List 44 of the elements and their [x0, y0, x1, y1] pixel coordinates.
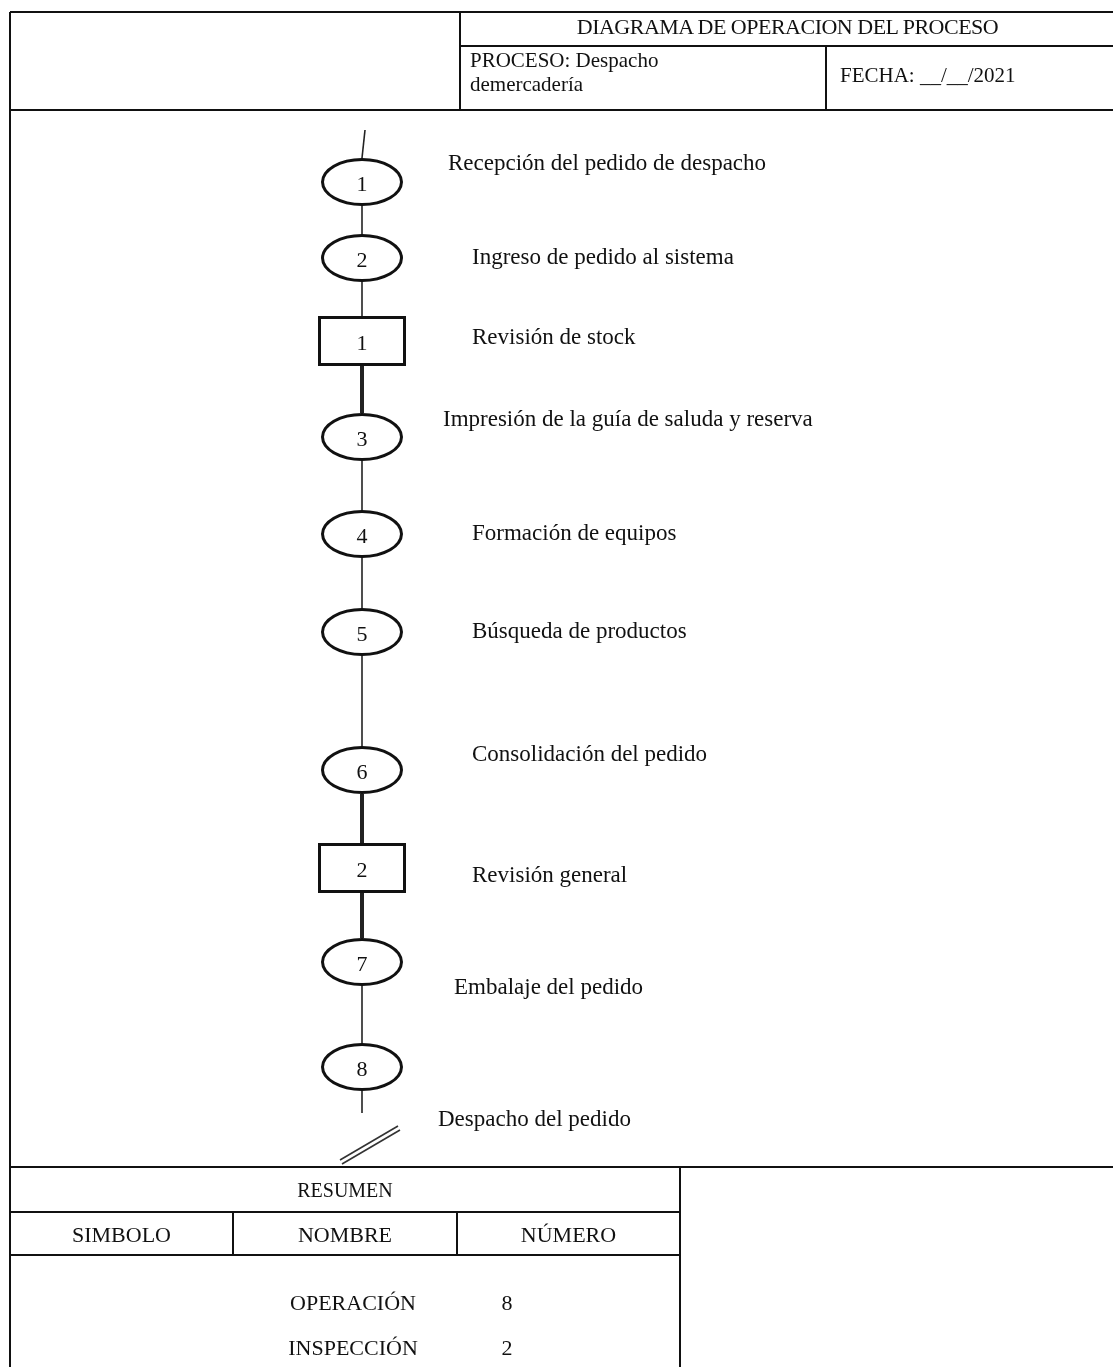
step-number: 2: [356, 248, 368, 272]
step-description: Despacho del pedido: [438, 1106, 631, 1132]
step-description: Revisión de stock: [472, 324, 636, 350]
table-heading: RESUMEN: [296, 1178, 394, 1203]
step-number: 5: [356, 622, 368, 646]
step-description: Formación de equipos: [472, 520, 677, 546]
step-number: 6: [356, 760, 368, 784]
step-number: 8: [356, 1057, 368, 1081]
inspection-square: [318, 316, 406, 366]
step-description: Ingreso de pedido al sistema: [472, 244, 734, 270]
connector-line: [361, 205, 363, 235]
table-cell-text: INSPECCIÓN: [287, 1335, 419, 1361]
connector-line: [361, 985, 363, 1044]
step-number: 1: [356, 331, 368, 355]
step-number: 3: [356, 427, 368, 451]
connector-line: [360, 366, 364, 413]
step-description: Búsqueda de productos: [472, 618, 687, 644]
inspection-square: [318, 843, 406, 893]
date-label: FECHA: __/__/2021: [840, 62, 1017, 88]
step-number: 7: [356, 952, 368, 976]
column-header: SIMBOLO: [71, 1222, 172, 1248]
connector-line: [360, 893, 364, 938]
connector-line: [361, 460, 363, 511]
step-number: 2: [356, 858, 368, 882]
table-cell-text: OPERACIÓN: [289, 1290, 417, 1316]
connector-line: [361, 557, 363, 609]
process-label: PROCESO: Despacho demercadería: [470, 48, 660, 96]
diagram-title: DIAGRAMA DE OPERACION DEL PROCESO: [575, 14, 1000, 40]
step-description: Recepción del pedido de despacho: [448, 150, 767, 176]
step-number: 1: [356, 172, 368, 196]
table-cell-text: 8: [500, 1290, 514, 1316]
connector-line: [361, 655, 363, 747]
column-header: NOMBRE: [296, 1222, 394, 1248]
column-header: NÚMERO: [519, 1222, 618, 1248]
connector-line: [361, 281, 363, 317]
step-description: Revisión general: [472, 862, 628, 888]
connector-line: [361, 1090, 363, 1114]
step-number: 4: [356, 524, 368, 548]
connector-line: [361, 129, 366, 159]
connector-line: [360, 794, 364, 843]
step-description: Impresión de la guía de saluda y reserva: [443, 406, 813, 432]
step-description: Embalaje del pedido: [454, 974, 644, 1000]
step-description: Consolidación del pedido: [472, 741, 708, 767]
table-cell-text: 2: [500, 1335, 514, 1361]
